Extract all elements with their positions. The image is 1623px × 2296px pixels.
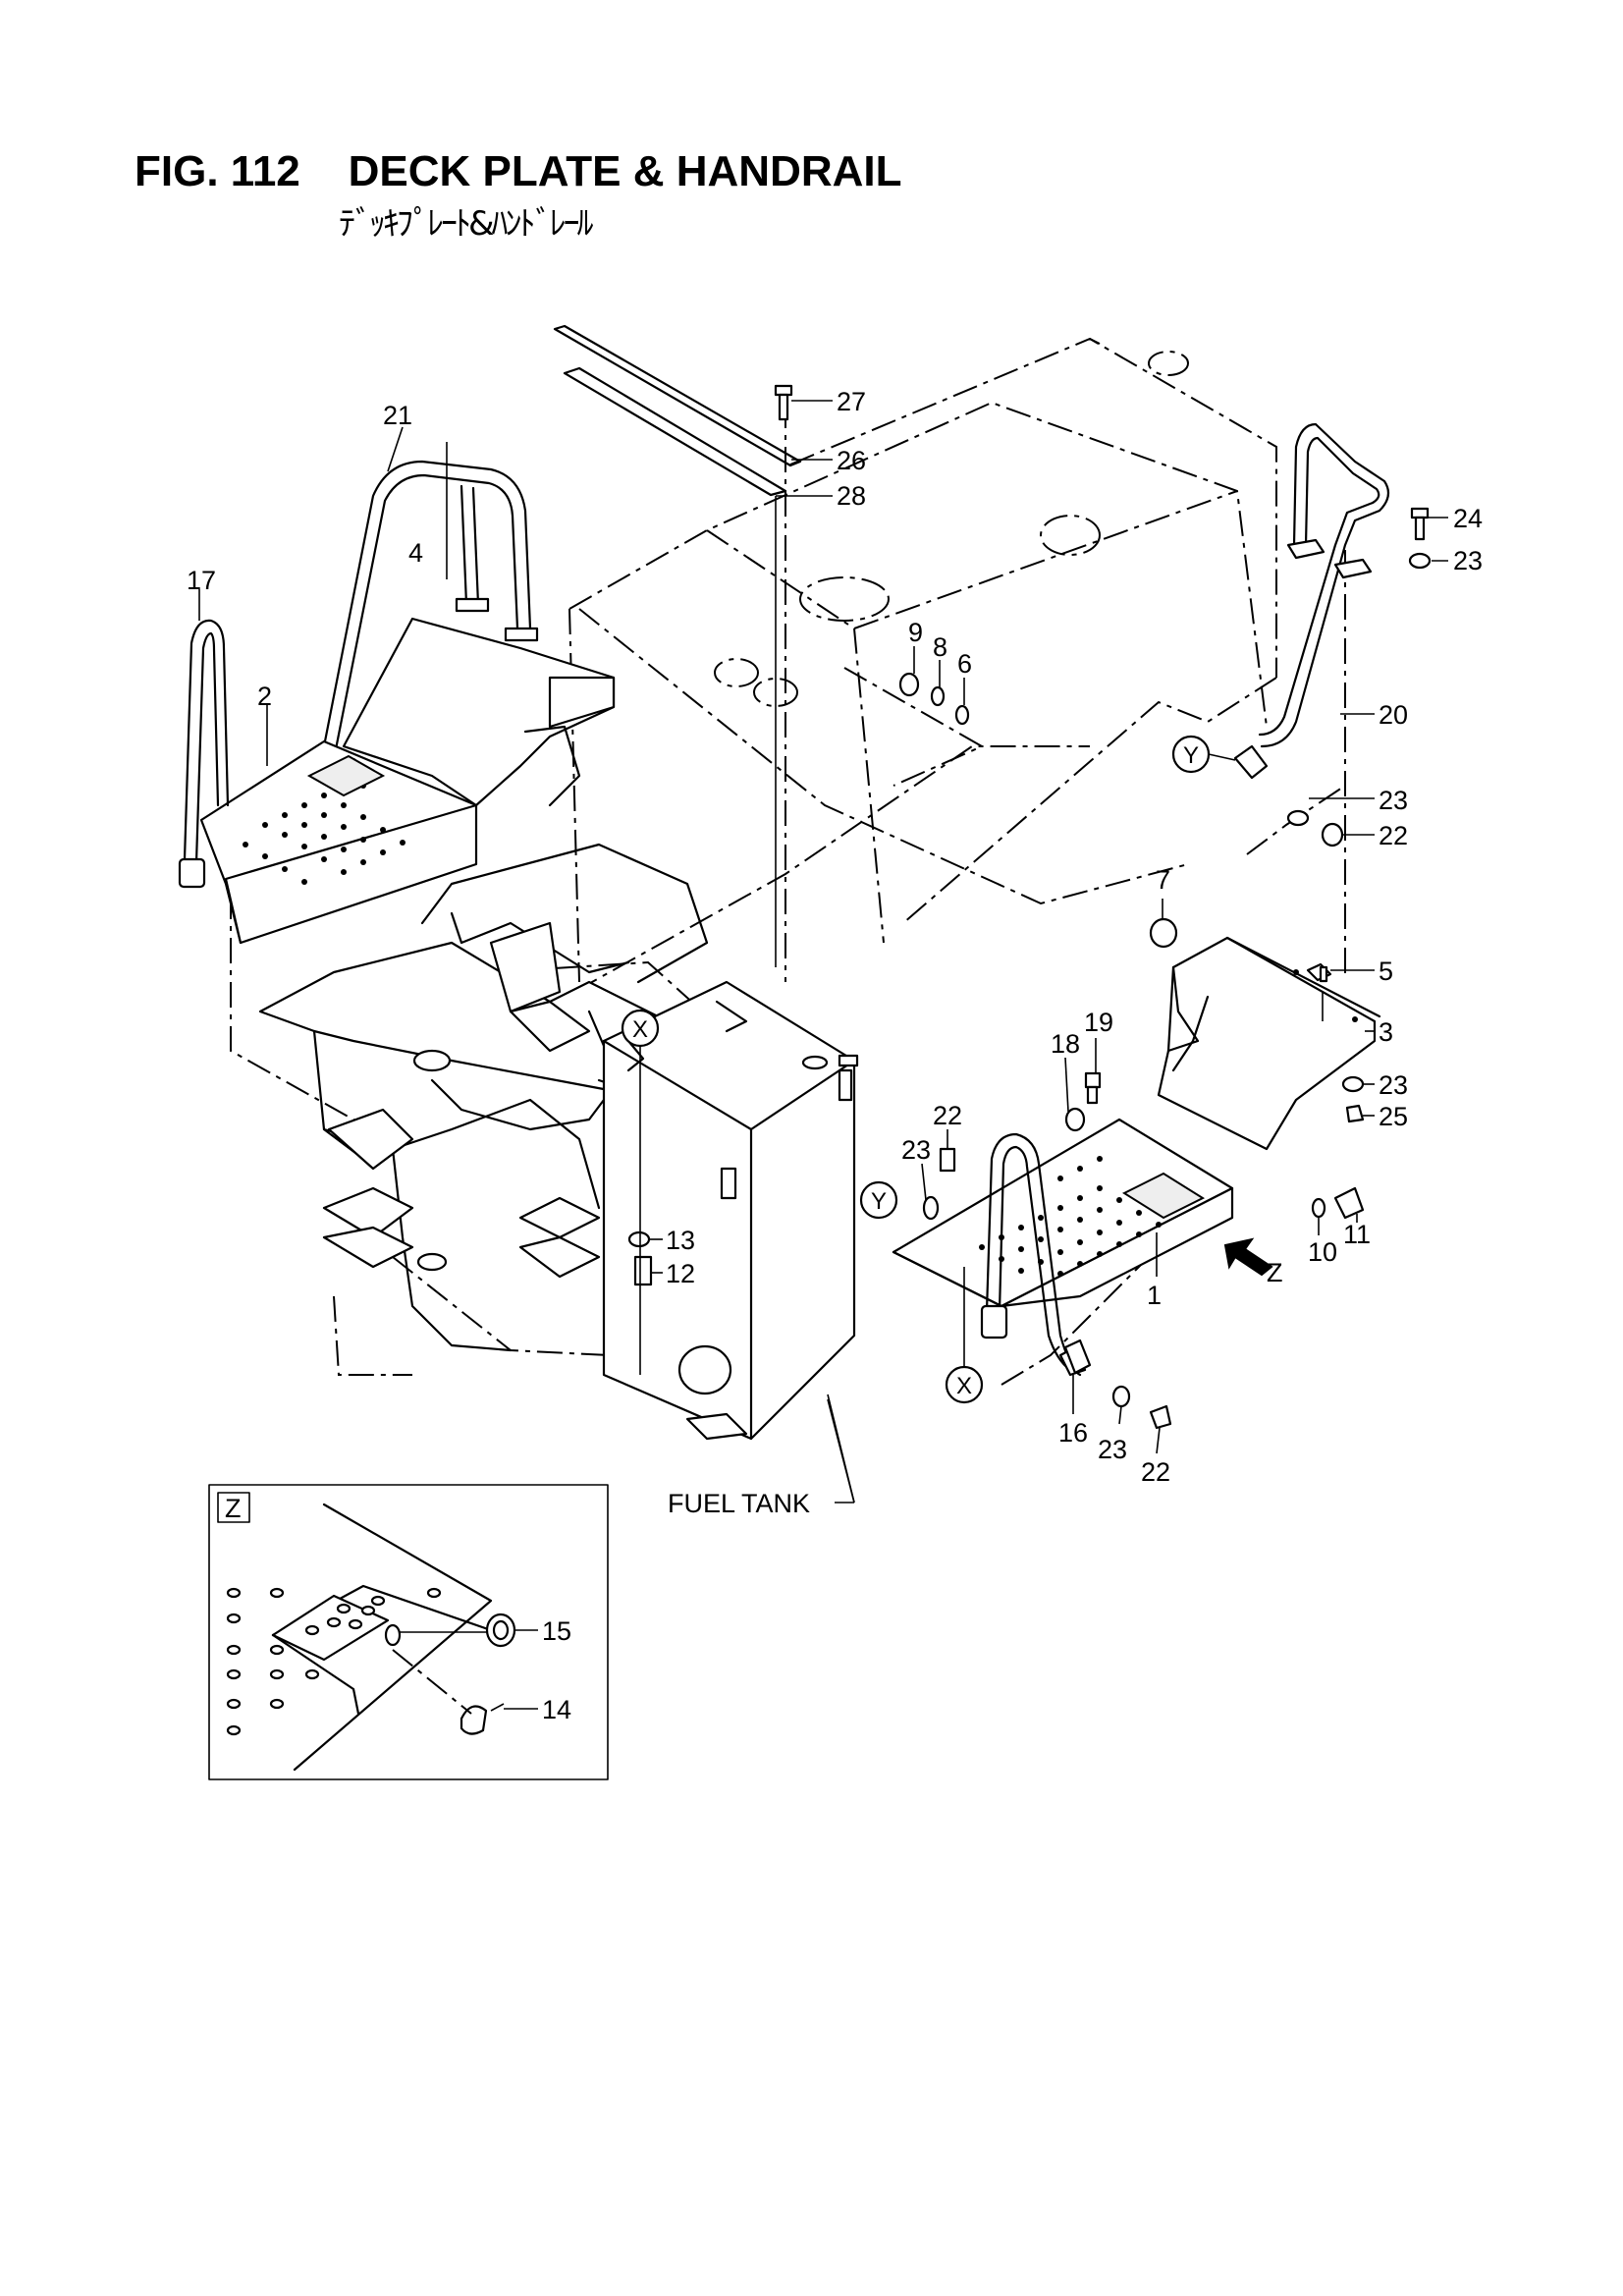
fuel-tank — [602, 980, 859, 1441]
callout-22-a: 22 — [1379, 821, 1408, 850]
callout-27: 27 — [837, 387, 866, 416]
callout-24: 24 — [1453, 504, 1483, 533]
callout-7: 7 — [1156, 865, 1170, 895]
lower-chassis — [258, 843, 709, 1352]
callout-14: 14 — [542, 1695, 571, 1724]
callout-15: 15 — [542, 1616, 571, 1646]
callout-28: 28 — [837, 481, 866, 511]
callout-26: 26 — [837, 446, 866, 475]
callout-21: 21 — [383, 401, 412, 430]
deck-plate-1-holes — [979, 1156, 1162, 1277]
callout-5: 5 — [1379, 957, 1393, 986]
callout-23-b: 23 — [1379, 786, 1408, 815]
marker-y-right-label: Y — [1183, 742, 1199, 769]
handrail-17 — [178, 619, 230, 889]
callout-13: 13 — [666, 1226, 695, 1255]
callout-6: 6 — [957, 649, 972, 679]
handrail-20 — [1233, 422, 1390, 780]
callout-11: 11 — [1343, 1220, 1371, 1249]
marker-y-tank-label: Y — [871, 1188, 887, 1215]
frame-outline — [230, 337, 1346, 1386]
callout-10: 10 — [1308, 1237, 1337, 1267]
view-arrow-z — [1223, 1237, 1273, 1277]
callout-22-c: 22 — [1141, 1457, 1170, 1487]
callout-2: 2 — [257, 682, 272, 711]
fuel-tank-leader — [827, 1398, 855, 1503]
callout-23-a: 23 — [1453, 546, 1483, 575]
callout-8: 8 — [933, 632, 947, 662]
detail-z-label: Z — [225, 1494, 242, 1523]
figure-subtitle: ﾃﾞｯｷﾌﾟﾚｰﾄ&ﾊﾝﾄﾞﾚｰﾙ — [339, 204, 594, 244]
handrail-21 — [322, 460, 539, 751]
callout-16: 16 — [1058, 1418, 1088, 1448]
reference-marker-x-top — [621, 1009, 660, 1375]
callout-23-d: 23 — [901, 1135, 931, 1165]
deck-plate-1 — [892, 1118, 1234, 1308]
callout-20: 20 — [1379, 700, 1408, 730]
callout-9: 9 — [908, 618, 923, 647]
reference-marker-y-right — [1171, 735, 1236, 774]
figure-title: FIG. 112 DECK PLATE & HANDRAIL — [135, 147, 902, 195]
callout-22-b: 22 — [933, 1101, 962, 1130]
channel-strip-26 — [553, 324, 802, 497]
callout-23-e: 23 — [1098, 1435, 1127, 1464]
marker-x-bottom-label: X — [956, 1373, 972, 1399]
view-arrow-z-label: Z — [1267, 1258, 1283, 1287]
callout-4: 4 — [408, 538, 423, 568]
callout-23-c: 23 — [1379, 1070, 1408, 1100]
reference-marker-x-bottom — [945, 1267, 984, 1404]
leader-lines — [198, 400, 1448, 1503]
callout-25: 25 — [1379, 1102, 1408, 1131]
callout-1: 1 — [1147, 1281, 1162, 1310]
callout-3: 3 — [1379, 1017, 1393, 1047]
cover-3 — [1157, 936, 1381, 1151]
deck-plate-2 — [199, 739, 478, 945]
deck-plate-4 — [342, 617, 616, 807]
marker-x-top-label: X — [632, 1016, 648, 1043]
reference-marker-y-tank — [859, 1180, 898, 1220]
fuel-tank-label: FUEL TANK — [668, 1489, 810, 1518]
callout-labels: 27 26 28 21 4 17 2 24 23 9 8 6 20 23 22 … — [187, 387, 1483, 1724]
detail-z-box — [208, 1484, 609, 1780]
callout-19: 19 — [1084, 1008, 1113, 1037]
callout-17: 17 — [187, 566, 216, 595]
detail-z-holes — [226, 1587, 442, 1736]
callout-18: 18 — [1051, 1029, 1080, 1059]
callout-12: 12 — [666, 1259, 695, 1288]
upper-body-outline — [568, 351, 1268, 983]
